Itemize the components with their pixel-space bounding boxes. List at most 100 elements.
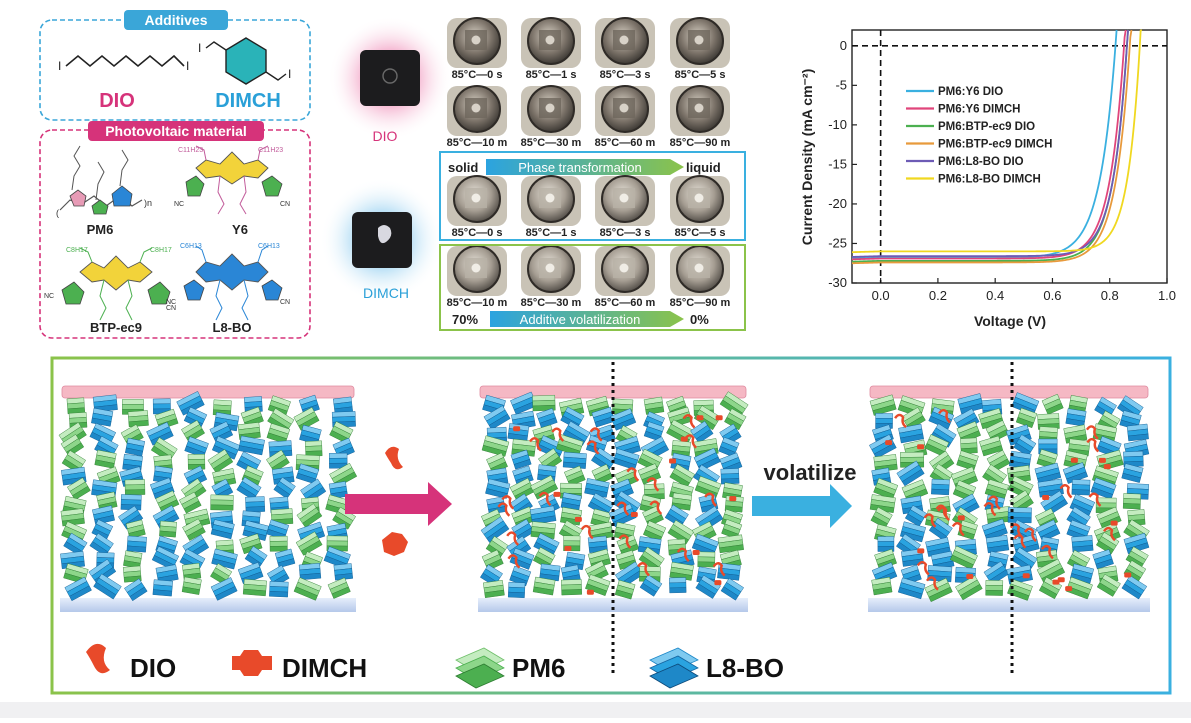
phase-frame xyxy=(439,151,746,241)
dimch-vial-row1-0: 85°C—0 s xyxy=(447,175,507,239)
jv-curve-3 xyxy=(851,29,1133,265)
l8-bo-structure: C6H13 C6H13 NC CN L8-BO xyxy=(166,243,290,335)
dio-vial-row2-1-label: 85°C—30 m xyxy=(521,137,582,149)
dio-structure xyxy=(65,54,185,68)
legend-dimch-label: DIMCH xyxy=(282,653,367,683)
x-tick-label: 0.8 xyxy=(1101,288,1119,303)
dio-vial-row1-2: 85°C—3 s xyxy=(595,17,655,81)
legend-entry-3: PM6:BTP-ec9 DIMCH xyxy=(938,139,1052,151)
legend-pm6-icon xyxy=(455,647,505,689)
dimch-vial-row2-1-label: 85°C—30 m xyxy=(521,297,582,309)
volatil-arrow xyxy=(490,311,684,327)
dio-label: DIO xyxy=(99,90,135,112)
jv-curve-4 xyxy=(851,29,1129,258)
svg-text:(: ( xyxy=(56,208,59,218)
y-axis-title: Current Density (mA cm⁻²) xyxy=(799,69,815,245)
dimch-vial-row2-2-label: 85°C—60 m xyxy=(595,297,656,309)
svg-text:NC: NC xyxy=(44,293,54,300)
dimch-molecule-icon xyxy=(382,532,408,556)
dio-vial-row2-2: 85°C—60 m xyxy=(595,85,656,149)
chart-curves xyxy=(851,29,1143,265)
x-tick-label: 0.4 xyxy=(986,288,1004,303)
y-tick-label: -20 xyxy=(828,196,847,211)
dio-molecule-icon xyxy=(385,446,403,470)
svg-text:I: I xyxy=(198,41,201,55)
dio-vial-row1-0-label: 85°C—0 s xyxy=(452,69,503,81)
y6-name: Y6 xyxy=(232,222,248,237)
btp-ec9-name: BTP-ec9 xyxy=(90,320,142,335)
svg-text:)n: )n xyxy=(144,198,152,208)
phase-left-label: solid xyxy=(448,160,478,175)
phase-arrow xyxy=(486,159,684,175)
legend-dio-icon xyxy=(86,643,110,674)
svg-text:CN: CN xyxy=(280,201,290,208)
x-tick-label: 0.0 xyxy=(872,288,890,303)
jv-curve-2 xyxy=(851,29,1129,263)
dimch-vial-row1-3-label: 85°C—5 s xyxy=(675,227,726,239)
y-tick-label: -15 xyxy=(828,156,847,171)
dimch-volatil-panel: 70% Additive volatilization 0% xyxy=(439,244,746,331)
add-additive-arrow xyxy=(345,482,452,526)
legend-l8-label: L8-BO xyxy=(706,653,784,683)
dimch-vial-row1-2-label: 85°C—3 s xyxy=(600,227,651,239)
dio-vial-row2-0-label: 85°C—10 m xyxy=(447,137,508,149)
dio-vial-row1-1: 85°C—1 s xyxy=(521,17,581,81)
dimch-vial-row1-0-label: 85°C—0 s xyxy=(452,227,503,239)
y-tick-label: -5 xyxy=(835,77,847,92)
svg-text:CN: CN xyxy=(166,305,176,312)
volatilize-label: volatilize xyxy=(764,460,857,485)
dimch-phase-panel: solid Phase transformation liquid xyxy=(439,151,746,241)
y6-structure: C11H23 C11H23 NC CN Y6 xyxy=(174,145,290,237)
photovoltaic-title: Photovoltaic material xyxy=(105,123,247,139)
btp-ec9-structure: C8H17 C8H17 NC CN BTP-ec9 xyxy=(44,247,176,335)
svg-text:NC: NC xyxy=(174,201,184,208)
svg-text:I: I xyxy=(58,59,61,73)
dimch-film-label: DIMCH xyxy=(363,285,409,301)
x-tick-label: 0.6 xyxy=(1043,288,1061,303)
dio-vial-row2-3-label: 85°C—90 m xyxy=(670,137,731,149)
l8-bo-name: L8-BO xyxy=(213,320,252,335)
volatil-left-label: 70% xyxy=(452,312,478,327)
dimch-vial-row2-3: 85°C—90 m xyxy=(670,245,731,309)
dio-film-label: DIO xyxy=(373,128,398,144)
x-tick-label: 0.2 xyxy=(929,288,947,303)
morphology-blocks xyxy=(58,385,1150,612)
svg-text:NC: NC xyxy=(166,299,176,306)
pm6-structure: ( )n PM6 xyxy=(56,145,152,237)
volatil-right-label: 0% xyxy=(690,312,709,327)
additives-panel: Additives I I DIO I I DIMCH xyxy=(39,10,311,121)
volatil-frame xyxy=(439,244,746,331)
legend-entry-5: PM6:L8-BO DIMCH xyxy=(938,174,1041,186)
dio-vial-row1-1-label: 85°C—1 s xyxy=(526,69,577,81)
morphology-legend: DIO DIMCH PM6 L8-BO xyxy=(86,643,784,689)
dimch-vial-row2-0: 85°C—10 m xyxy=(447,245,508,309)
btp-chain-left: C8H17 xyxy=(66,247,88,254)
bottom-band xyxy=(0,702,1191,718)
btp-chain-right: C8H17 xyxy=(150,247,172,254)
l8-chain-left: C6H13 xyxy=(180,243,202,250)
dio-vial-row2-1: 85°C—30 m xyxy=(521,85,582,149)
legend-entry-0: PM6:Y6 DIO xyxy=(938,86,1003,98)
morphology-initial xyxy=(60,385,356,612)
x-axis-title: Voltage (V) xyxy=(974,313,1046,329)
y-tick-label: -25 xyxy=(828,235,847,250)
svg-text:I: I xyxy=(288,67,291,81)
additives-title: Additives xyxy=(144,12,207,28)
legend-entry-2: PM6:BTP-ec9 DIO xyxy=(938,121,1035,133)
dimch-film: DIMCH xyxy=(320,178,444,302)
morphology-volatilized xyxy=(868,385,1150,612)
phase-arrow-label: Phase transformation xyxy=(518,160,642,175)
dio-vial-row1-3: 85°C—5 s xyxy=(670,17,730,81)
dimch-vial-row1-1-label: 85°C—1 s xyxy=(526,227,577,239)
legend-dio-label: DIO xyxy=(130,653,176,683)
dimch-ring xyxy=(225,37,267,85)
volatil-arrow-label: Additive volatilization xyxy=(520,312,641,327)
dimch-vial-row1-3: 85°C—5 s xyxy=(670,175,730,239)
dio-vial-row1-0: 85°C—0 s xyxy=(447,17,507,81)
y-tick-label: -30 xyxy=(828,275,847,290)
y-tick-label: 0 xyxy=(840,38,847,53)
l8-chain-right: C6H13 xyxy=(258,243,280,250)
